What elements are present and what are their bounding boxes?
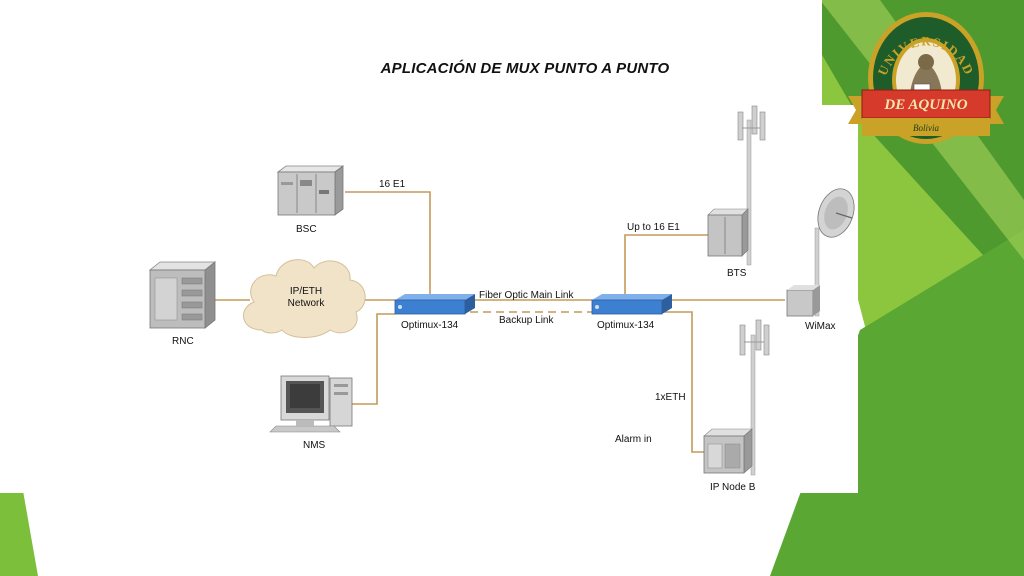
label-nms: NMS — [303, 440, 326, 451]
logo-country-text: Bolivia — [913, 123, 939, 133]
label-up-to-16e1: Up to 16 E1 — [627, 222, 680, 233]
label-backup-link: Backup Link — [499, 315, 554, 326]
label-ip-node-b: IP Node B — [710, 482, 756, 493]
nms-icon — [269, 375, 353, 433]
cloud-icon — [243, 259, 366, 338]
logo-top-text: UNIVERSIDAD — [875, 33, 978, 77]
label-bsc: BSC — [296, 224, 317, 235]
bsc-icon — [276, 165, 345, 216]
mux-right-icon — [591, 294, 672, 315]
logo-banner-text: DE AQUINO — [883, 97, 967, 113]
line-nms-mux — [352, 313, 395, 405]
rnc-icon — [148, 261, 217, 329]
cloud-label: IP/ETH Network — [264, 286, 348, 310]
label-wimax: WiMax — [805, 321, 836, 332]
label-1xeth: 1xETH — [655, 392, 686, 403]
line-bsc-mux — [345, 191, 431, 300]
cloud-label-line1: IP/ETH — [289, 286, 323, 297]
label-alarm-in: Alarm in — [615, 434, 652, 445]
label-link-16e1: 16 E1 — [379, 179, 406, 190]
label-fiber-main-link: Fiber Optic Main Link — [479, 290, 574, 301]
title-panel — [0, 0, 822, 105]
cloud-label-line2: Network — [287, 298, 325, 309]
bts-tower-icon — [707, 105, 766, 266]
line-mux-bts — [624, 234, 708, 300]
university-logo — [848, 12, 1004, 144]
label-mux-right: Optimux-134 — [597, 320, 655, 331]
ip-node-b-tower-icon — [703, 319, 770, 476]
label-bts: BTS — [727, 268, 747, 279]
label-mux-left: Optimux-134 — [401, 320, 459, 331]
wimax-dish-icon — [786, 188, 855, 317]
mux-left-icon — [394, 294, 475, 315]
label-rnc: RNC — [172, 336, 194, 347]
slide-title: APLICACIÓN DE MUX PUNTO A PUNTO — [380, 60, 670, 77]
